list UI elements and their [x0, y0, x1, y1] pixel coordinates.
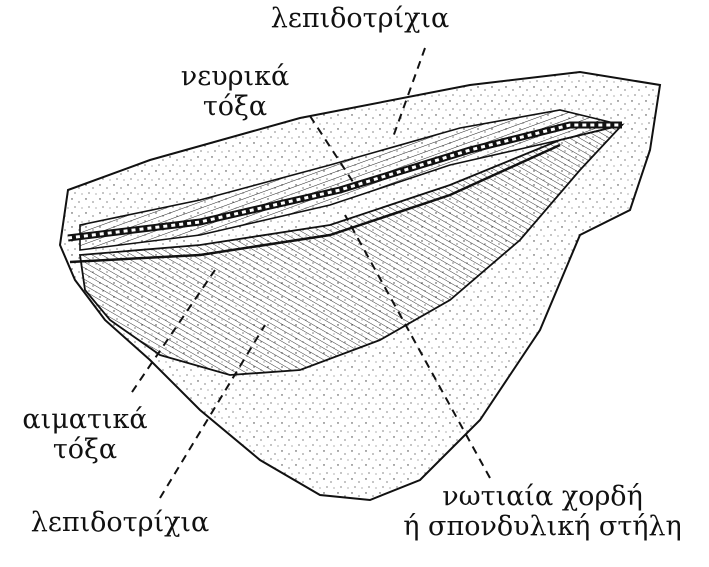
label-bottom-lepidotrichia-text: λεπιδοτρίχια: [10, 508, 230, 538]
label-bottom-lepidotrichia: λεπιδοτρίχια: [10, 508, 230, 538]
label-notochord: νωτιαία χορδή ή σπονδυλική στήλη: [380, 482, 705, 542]
label-notochord-line2: ή σπονδυλική στήλη: [380, 512, 705, 542]
label-neural-arches: νευρικά τόξα: [170, 62, 300, 122]
label-haemal-arches: αιματικά τόξα: [0, 405, 170, 465]
label-haemal-arches-line2: τόξα: [0, 435, 170, 465]
label-haemal-arches-line1: αιματικά: [0, 405, 170, 435]
label-neural-arches-line1: νευρικά: [170, 62, 300, 92]
label-notochord-line1: νωτιαία χορδή: [380, 482, 705, 512]
label-neural-arches-line2: τόξα: [170, 92, 300, 122]
label-top-lepidotrichia-text: λεπιδοτρίχια: [250, 4, 470, 34]
label-top-lepidotrichia: λεπιδοτρίχια: [250, 4, 470, 34]
